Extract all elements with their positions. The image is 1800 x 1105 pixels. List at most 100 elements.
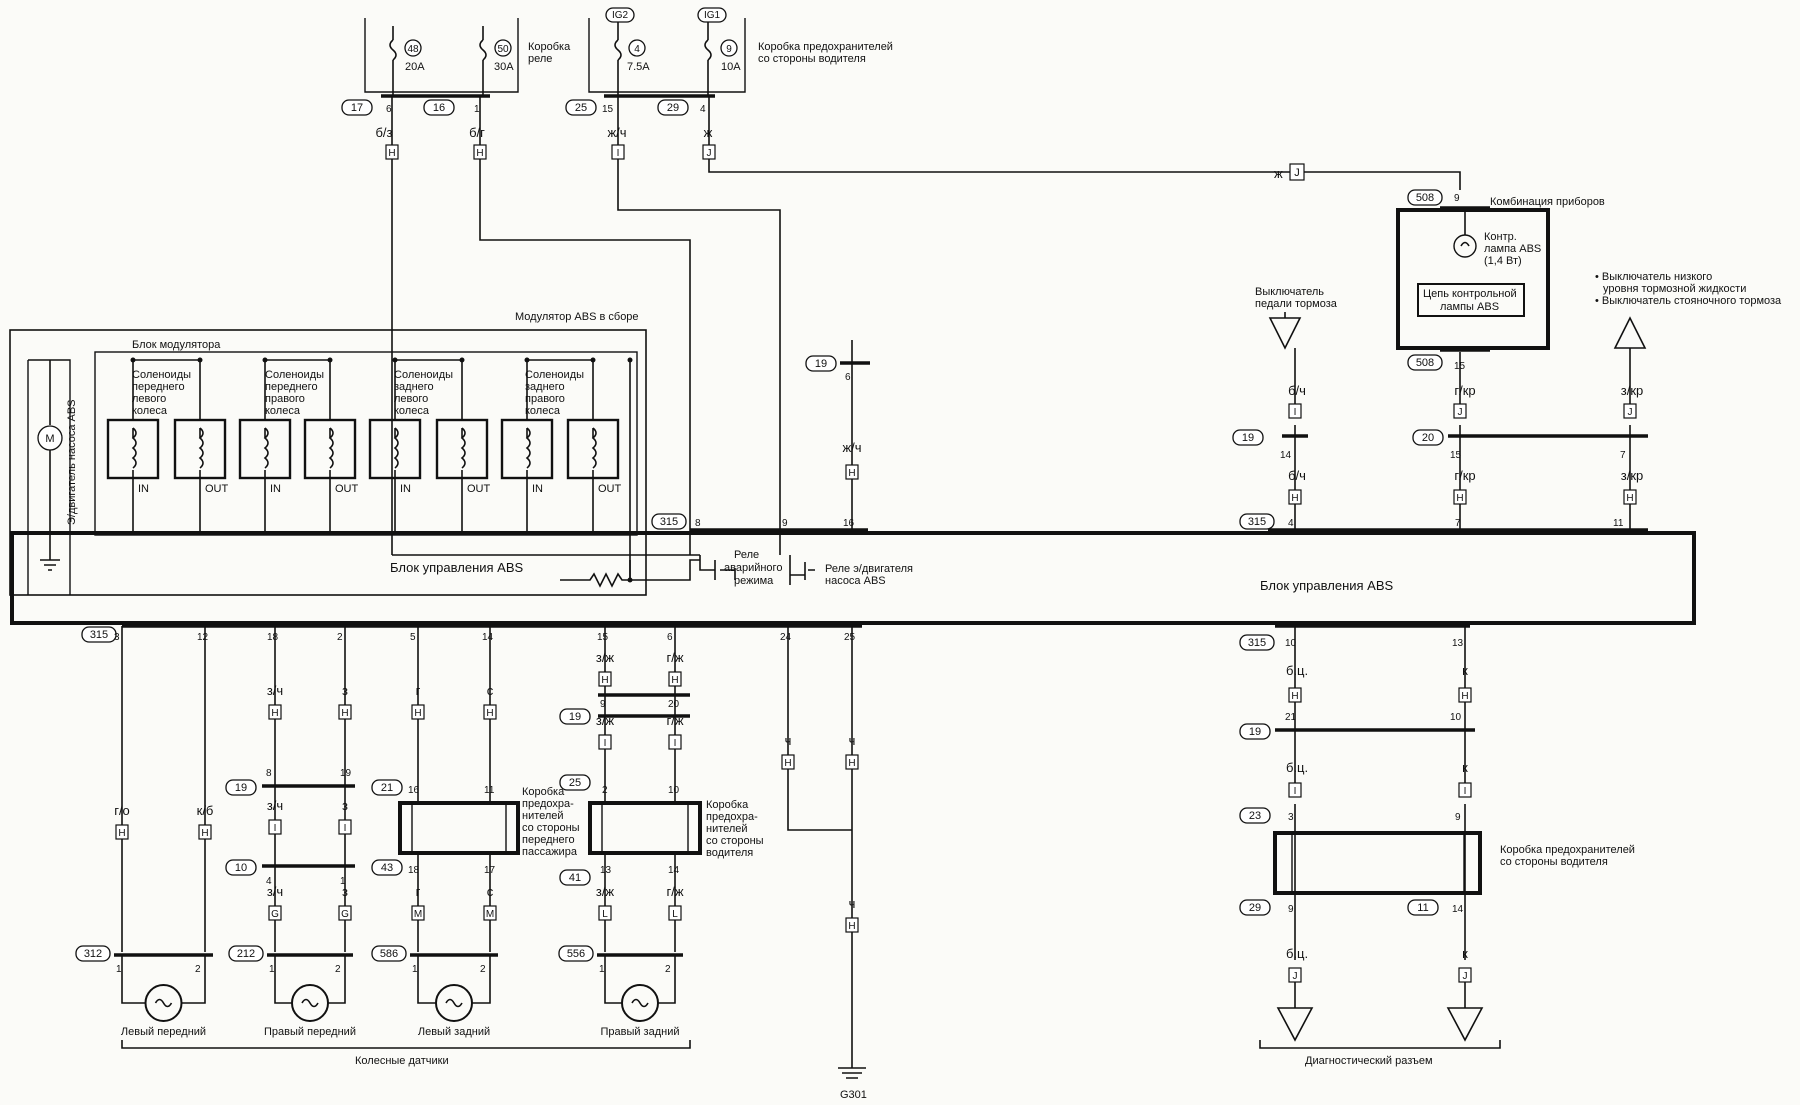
svg-text:педали тормоза: педали тормоза — [1255, 298, 1338, 310]
solenoid-coil: OUT — [566, 357, 622, 535]
sensor-connector: 212 — [237, 948, 255, 960]
plug — [781, 754, 795, 770]
plug-letter: H — [341, 708, 348, 719]
solenoid-coil: IN — [500, 357, 554, 535]
svg-text:14: 14 — [1452, 904, 1464, 915]
wire-color: ч — [785, 733, 792, 748]
coil-label: IN — [532, 483, 543, 495]
top-connector-29: 29 — [657, 99, 689, 116]
svg-text:H: H — [1626, 493, 1633, 504]
svg-text:19: 19 — [340, 768, 352, 779]
top-connector-16: 16 — [423, 99, 455, 116]
svg-text:21: 21 — [381, 782, 393, 794]
solenoid-coil: IN — [106, 357, 160, 535]
pin-label: 1 — [116, 964, 122, 975]
svg-text:19: 19 — [235, 782, 247, 794]
plug — [598, 905, 612, 921]
plug — [338, 905, 352, 921]
wire-color: г/ж — [666, 884, 683, 899]
plug — [668, 671, 682, 687]
plug-letter: M — [414, 909, 422, 920]
svg-text:15: 15 — [602, 104, 614, 115]
solenoid-coil: IN — [238, 357, 292, 535]
sensor-name: Левый передний — [121, 1026, 206, 1038]
svg-text:H: H — [1291, 493, 1298, 504]
svg-text:Реле: Реле — [734, 549, 759, 561]
coil-label: IN — [138, 483, 149, 495]
svg-text:б/г: б/г — [469, 125, 485, 140]
svg-text:19: 19 — [1242, 432, 1254, 444]
svg-text:нителей: нителей — [706, 823, 748, 835]
wire-color: з — [342, 884, 348, 899]
wire-color: с — [487, 683, 494, 698]
coil-label: IN — [400, 483, 411, 495]
svg-text:508: 508 — [1416, 192, 1434, 204]
svg-text:7.5A: 7.5A — [627, 61, 650, 73]
svg-text:H: H — [1456, 493, 1463, 504]
svg-text:J: J — [707, 148, 712, 159]
top-connector-17: 17 — [341, 99, 373, 116]
plug — [598, 734, 612, 750]
svg-text:30A: 30A — [494, 61, 514, 73]
driver-fuse-box-top: IG2 IG1 4 7.5A 9 10A Коробка предохранит… — [588, 7, 893, 95]
relay-box: 48 20A 50 30A Коробка реле — [364, 18, 571, 95]
connector-20-sensor: 9 20 — [598, 693, 690, 710]
svg-text:нителей: нителей — [522, 810, 564, 822]
pin-label: 18 — [267, 632, 279, 643]
svg-text:к: к — [1462, 760, 1468, 775]
svg-text:левого: левого — [132, 393, 166, 405]
pin-label: 1 — [412, 964, 418, 975]
plug-letter: H — [414, 708, 421, 719]
svg-text:J: J — [1458, 407, 1463, 418]
svg-text:9: 9 — [600, 699, 606, 710]
top-connector-25: 25 — [565, 99, 597, 116]
svg-text:11: 11 — [1417, 902, 1428, 914]
plug-letter: H — [601, 675, 608, 686]
svg-text:Диагностический разъем: Диагностический разъем — [1305, 1055, 1433, 1067]
pin-label: 12 — [197, 632, 209, 643]
coil-label: IN — [270, 483, 281, 495]
relay-box-label: Коробка — [528, 41, 571, 53]
svg-text:315: 315 — [1248, 516, 1266, 528]
sensor-wire — [787, 626, 852, 831]
svg-text:41: 41 — [569, 872, 581, 884]
svg-text:20: 20 — [1422, 432, 1434, 444]
sensor-name: Левый задний — [418, 1026, 490, 1038]
diagnostic-wiring: б.ц. к H H 19 21 10 б.ц. к I I 23 3 9 Ко… — [1239, 626, 1635, 1067]
svg-text:9: 9 — [1455, 812, 1461, 823]
svg-text:18: 18 — [408, 865, 420, 876]
svg-text:14: 14 — [1280, 450, 1292, 461]
connector-20-right: 20 15 7 — [1412, 429, 1648, 461]
svg-text:508: 508 — [1416, 357, 1434, 369]
svg-text:25: 25 — [575, 102, 587, 114]
wire-color: з/ч — [267, 683, 283, 698]
svg-text:Блок управления ABS: Блок управления ABS — [390, 560, 524, 575]
svg-text:7: 7 — [1455, 518, 1461, 529]
svg-text:16: 16 — [843, 518, 855, 529]
plug-top-i: I — [611, 144, 625, 160]
plug-letter: I — [274, 823, 277, 834]
svg-text:лампа ABS: лампа ABS — [1484, 243, 1541, 255]
svg-text:левого: левого — [394, 393, 428, 405]
pin-label: 15 — [597, 632, 609, 643]
svg-text:Коробка предохранителей: Коробка предохранителей — [1500, 844, 1635, 856]
svg-text:б.ц.: б.ц. — [1286, 760, 1308, 775]
svg-text:со стороны водителя: со стороны водителя — [1500, 856, 1608, 868]
svg-text:10: 10 — [1450, 712, 1462, 723]
svg-text:H: H — [388, 148, 395, 159]
svg-text:переднего: переднего — [522, 834, 575, 846]
svg-text:IG2: IG2 — [612, 10, 629, 21]
svg-text:M: M — [45, 433, 54, 445]
svg-text:11: 11 — [484, 785, 495, 796]
svg-text:Блок управления ABS: Блок управления ABS — [1260, 578, 1394, 593]
svg-text:2: 2 — [602, 785, 608, 796]
driver-fuse-box-sensor: 25 2 10 41 13 14 Коробка предохра- нител… — [559, 774, 764, 886]
wire-color: з/ж — [596, 884, 615, 899]
svg-text:I: I — [1294, 407, 1297, 418]
svg-text:реле: реле — [528, 53, 552, 65]
svg-text:13: 13 — [1452, 638, 1464, 649]
svg-text:б/ч: б/ч — [1288, 468, 1306, 483]
